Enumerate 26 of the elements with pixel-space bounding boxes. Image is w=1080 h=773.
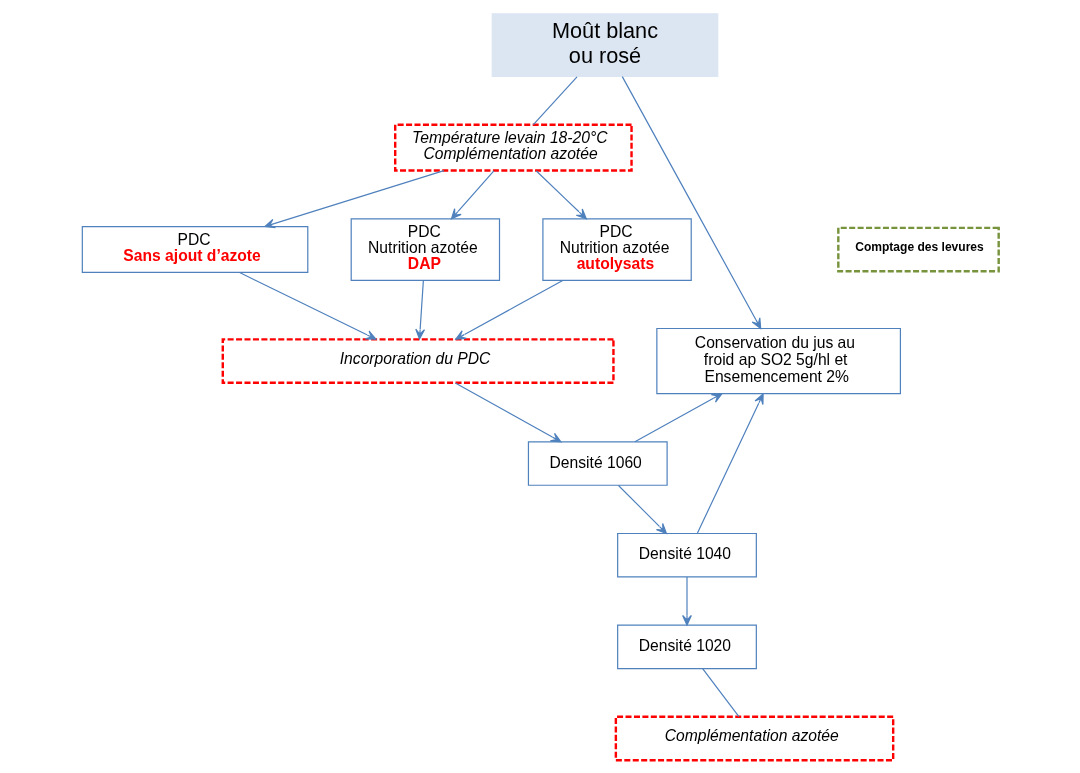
arrow <box>263 169 444 228</box>
node-box: PDC Nutrition azotée DAP <box>350 217 500 281</box>
arrow <box>621 75 761 329</box>
node-box: Conservation du jus au froid ap SO2 5g/hl et Ensemencement 2% <box>655 327 901 394</box>
arrow <box>696 392 764 534</box>
node-box: PDC Nutrition azotée autolysats <box>541 217 692 281</box>
node-box: Comptage des levures <box>836 226 1000 272</box>
node-box: Densité 1020 <box>616 624 757 669</box>
node-box: Densité 1060 <box>527 440 668 486</box>
arrow <box>454 381 561 442</box>
arrow <box>681 576 692 626</box>
connector <box>532 75 578 125</box>
node-box: PDC Sans ajout d’azote <box>81 225 308 273</box>
node-box: Température levain 18-20°C Complémentation azotée <box>393 123 633 172</box>
arrow <box>414 279 425 340</box>
node-box: Incorporation du PDC <box>221 337 615 384</box>
arrow <box>535 169 587 219</box>
node-box: Densité 1040 <box>616 532 757 577</box>
arrow <box>238 271 376 340</box>
connector <box>701 667 740 717</box>
arrow <box>633 392 722 442</box>
arrow <box>450 169 494 219</box>
node-box: Moût blanc ou rosé <box>491 12 718 77</box>
arrow <box>617 484 667 534</box>
arrow <box>454 279 563 340</box>
node-box: Complémentation azotée <box>614 715 894 761</box>
